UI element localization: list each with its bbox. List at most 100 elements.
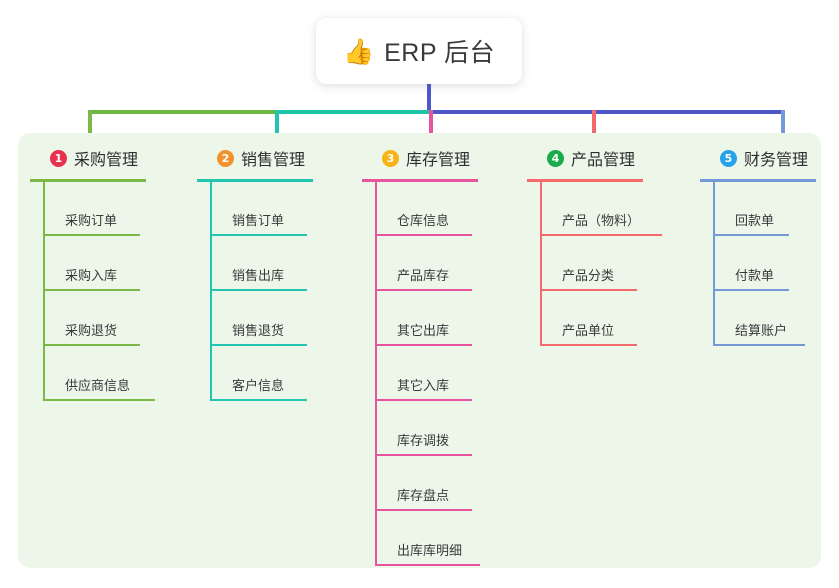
branch-header-rule-purchase bbox=[30, 179, 146, 182]
branch-header-rule-finance bbox=[700, 179, 816, 182]
leaf-item-rule bbox=[210, 399, 307, 401]
branch-trunk-product bbox=[540, 181, 542, 346]
branch-badge-purchase: 1 bbox=[50, 149, 67, 167]
leaf-item-rule bbox=[43, 234, 140, 236]
leaf-item[interactable]: 客户信息 bbox=[210, 361, 307, 401]
leaf-item-label: 其它出库 bbox=[397, 323, 450, 338]
leaf-item-rule bbox=[540, 344, 637, 346]
leaf-item-label: 产品（物料） bbox=[562, 213, 641, 228]
leaf-item[interactable]: 供应商信息 bbox=[43, 361, 155, 401]
leaf-item[interactable]: 其它出库 bbox=[375, 306, 472, 346]
branch-header-sales[interactable]: 2 销售管理 bbox=[217, 145, 305, 171]
leaf-item-rule bbox=[210, 344, 307, 346]
leaf-item[interactable]: 出库库明细 bbox=[375, 526, 480, 566]
branch-drop-purchase bbox=[88, 110, 92, 135]
leaf-item-rule bbox=[540, 234, 662, 236]
leaf-item[interactable]: 产品分类 bbox=[540, 251, 637, 291]
branch-drop-sales bbox=[275, 110, 279, 135]
leaf-item[interactable]: 库存调拨 bbox=[375, 416, 472, 456]
branch-trunk-sales bbox=[210, 181, 212, 401]
leaf-item-label: 客户信息 bbox=[232, 378, 285, 393]
leaf-item[interactable]: 产品（物料） bbox=[540, 196, 662, 236]
leaf-item[interactable]: 销售退货 bbox=[210, 306, 307, 346]
leaf-item-rule bbox=[713, 289, 789, 291]
branch-header-inventory[interactable]: 3 库存管理 bbox=[382, 145, 470, 171]
branch-title-product: 产品管理 bbox=[571, 152, 636, 169]
leaf-item[interactable]: 其它入库 bbox=[375, 361, 472, 401]
leaf-item-rule bbox=[43, 344, 140, 346]
leaf-item-label: 销售出库 bbox=[232, 268, 285, 283]
thumbs-up-emoji: 👍 bbox=[342, 36, 375, 66]
leaf-item-label: 库存调拨 bbox=[397, 433, 450, 448]
root-connector-stem bbox=[427, 84, 431, 112]
leaf-item-label: 销售退货 bbox=[232, 323, 285, 338]
leaf-item-rule bbox=[713, 234, 789, 236]
branch-badge-sales: 2 bbox=[217, 149, 234, 167]
branch-column-product: 4 产品管理产品（物料） 产品分类产品单位 bbox=[527, 145, 662, 346]
branch-drop-product bbox=[592, 110, 596, 135]
leaf-item-label: 供应商信息 bbox=[65, 378, 131, 393]
leaf-item-rule bbox=[210, 289, 307, 291]
leaf-item-rule bbox=[375, 234, 472, 236]
leaf-item[interactable]: 结算账户 bbox=[713, 306, 805, 346]
leaf-item[interactable]: 产品库存 bbox=[375, 251, 472, 291]
leaf-item-rule bbox=[375, 564, 480, 566]
leaf-item-label: 付款单 bbox=[735, 268, 775, 283]
leaf-item-rule bbox=[375, 399, 472, 401]
leaf-item-rule bbox=[43, 399, 155, 401]
branch-drop-inventory bbox=[429, 110, 433, 135]
branch-title-purchase: 采购管理 bbox=[74, 152, 139, 169]
leaf-item-label: 回款单 bbox=[735, 213, 775, 228]
leaf-item-label: 仓库信息 bbox=[397, 213, 450, 228]
branch-header-rule-product bbox=[527, 179, 643, 182]
branch-header-purchase[interactable]: 1 采购管理 bbox=[50, 145, 138, 171]
leaf-item-rule bbox=[375, 509, 472, 511]
root-node-title: ERP 后台 bbox=[384, 39, 496, 67]
branch-column-purchase: 1 采购管理采购订单采购入库采购退货供应商信息 bbox=[30, 145, 155, 401]
leaf-item-label: 其它入库 bbox=[397, 378, 450, 393]
leaf-item-rule bbox=[375, 344, 472, 346]
leaf-item-rule bbox=[375, 289, 472, 291]
leaf-item-label: 产品单位 bbox=[562, 323, 615, 338]
leaf-item[interactable]: 回款单 bbox=[713, 196, 789, 236]
leaf-item[interactable]: 仓库信息 bbox=[375, 196, 472, 236]
leaf-item-label: 库存盘点 bbox=[397, 488, 450, 503]
bus-segment-green bbox=[88, 110, 275, 114]
leaf-item-label: 采购入库 bbox=[65, 268, 118, 283]
branch-title-inventory: 库存管理 bbox=[406, 152, 471, 169]
branch-badge-product: 4 bbox=[547, 149, 564, 167]
leaf-item[interactable]: 采购入库 bbox=[43, 251, 140, 291]
leaf-item[interactable]: 采购订单 bbox=[43, 196, 140, 236]
leaf-item-label: 销售订单 bbox=[232, 213, 285, 228]
leaf-item-label: 结算账户 bbox=[735, 323, 788, 338]
branch-trunk-inventory bbox=[375, 181, 377, 566]
leaf-item-label: 产品分类 bbox=[562, 268, 615, 283]
leaf-item-rule bbox=[375, 454, 472, 456]
leaf-item[interactable]: 库存盘点 bbox=[375, 471, 472, 511]
leaf-item-label: 采购退货 bbox=[65, 323, 118, 338]
branch-column-inventory: 3 库存管理仓库信息产品库存其它出库其它入库库存调拨库存盘点出库库明细 bbox=[362, 145, 480, 566]
leaf-item-rule bbox=[540, 289, 637, 291]
leaf-item[interactable]: 销售出库 bbox=[210, 251, 307, 291]
root-node-card[interactable]: 👍 ERP 后台 bbox=[316, 18, 522, 84]
leaf-item-rule bbox=[210, 234, 307, 236]
leaf-item-rule bbox=[713, 344, 805, 346]
leaf-item[interactable]: 采购退货 bbox=[43, 306, 140, 346]
branch-badge-inventory: 3 bbox=[382, 149, 399, 167]
bus-segment-teal bbox=[275, 110, 429, 114]
leaf-item[interactable]: 付款单 bbox=[713, 251, 789, 291]
branches-panel: 1 采购管理采购订单采购入库采购退货供应商信息 2 销售管理销售订单销售出库销售退货客… bbox=[18, 133, 821, 568]
leaf-item-label: 产品库存 bbox=[397, 268, 450, 283]
branch-header-rule-inventory bbox=[362, 179, 478, 182]
leaf-item-label: 采购订单 bbox=[65, 213, 118, 228]
leaf-item[interactable]: 销售订单 bbox=[210, 196, 307, 236]
branch-header-product[interactable]: 4 产品管理 bbox=[547, 145, 635, 171]
branch-column-sales: 2 销售管理销售订单销售出库销售退货客户信息 bbox=[197, 145, 313, 401]
branch-title-sales: 销售管理 bbox=[241, 152, 306, 169]
leaf-item[interactable]: 产品单位 bbox=[540, 306, 637, 346]
branch-header-rule-sales bbox=[197, 179, 313, 182]
branch-title-finance: 财务管理 bbox=[744, 152, 809, 169]
